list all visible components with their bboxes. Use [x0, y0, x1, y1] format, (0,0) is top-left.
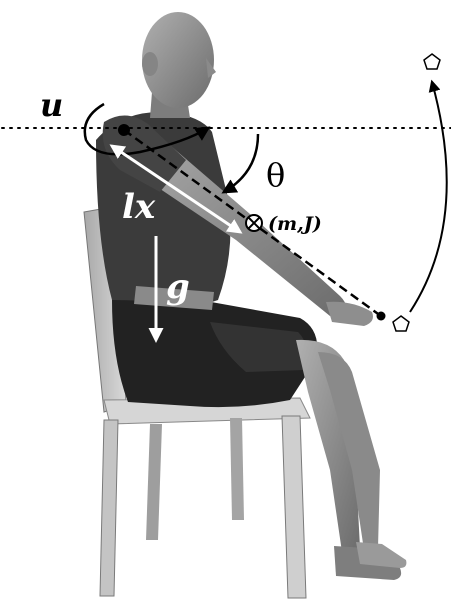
hand-endpoint-dot	[376, 311, 386, 321]
angle-label: θ	[266, 156, 285, 194]
arm-length-arrow-icon	[109, 144, 243, 234]
pentagon-marker-icon	[423, 53, 441, 70]
curved-arrow-icon	[409, 79, 448, 313]
human-figure	[96, 12, 407, 580]
torque-label: u	[40, 86, 63, 124]
gravity-label: g	[166, 267, 190, 307]
arm-length-label: lx	[122, 187, 156, 227]
mass-inertia-label: (m,J)	[268, 213, 322, 235]
angle-arrow-icon	[221, 133, 260, 194]
mass-center-icon	[245, 214, 263, 232]
pentagon-marker-icon	[392, 315, 410, 332]
torque-arrow-icon	[83, 102, 211, 156]
shoulder-joint-dot	[118, 124, 130, 136]
